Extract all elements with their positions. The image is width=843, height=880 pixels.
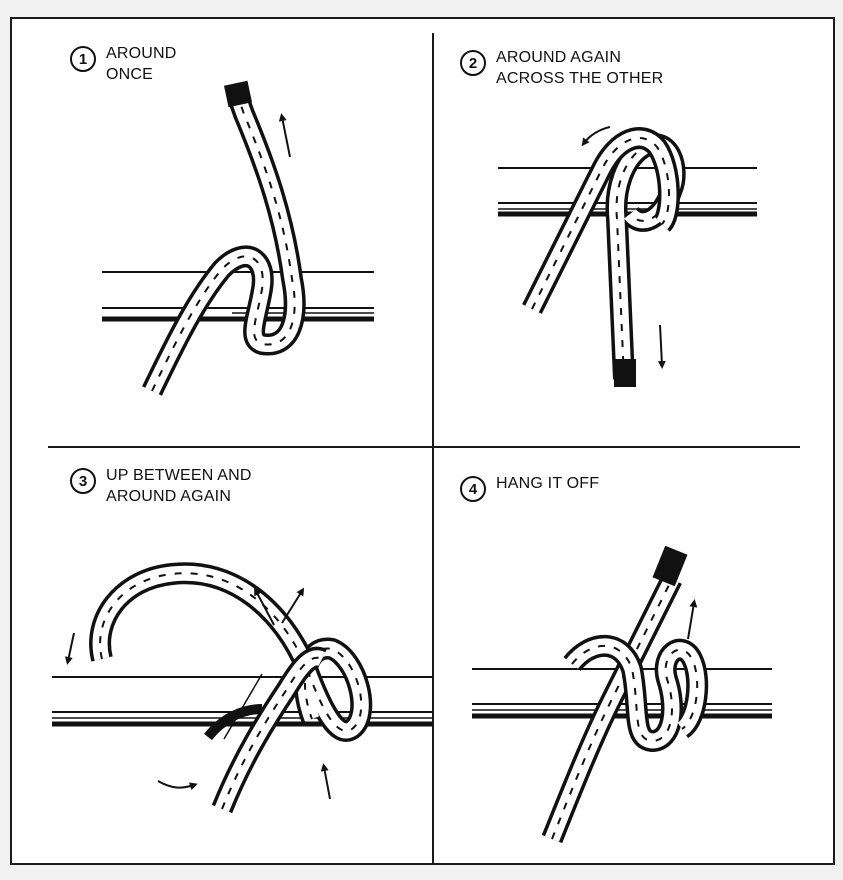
step-4-text: HANG IT OFF [496,473,599,494]
step-1-line-2: ONCE [106,66,154,83]
step-3-badge: 3 [70,468,96,494]
step-1-caption: 1 AROUND ONCE [70,43,177,85]
rope-icon [541,545,709,844]
rope-icon [142,80,306,396]
step-2-text: AROUND AGAIN ACROSS THE OTHER [496,47,663,89]
step-3-line-1: UP BETWEEN AND [106,467,252,484]
arrow-icon [64,587,331,800]
diagram-frame: 1 AROUND ONCE 2 AROUND AGAIN ACROSS THE … [10,17,835,865]
step-1-text: AROUND ONCE [106,43,177,85]
step-3-text: UP BETWEEN AND AROUND AGAIN [106,465,252,507]
panel-3-illustration [52,562,432,814]
panel-4-illustration [472,545,772,844]
step-2-line-2: ACROSS THE OTHER [496,70,664,87]
step-1-line-1: AROUND [106,45,177,62]
step-2-caption: 2 AROUND AGAIN ACROSS THE OTHER [460,47,663,89]
rope-icon [522,127,686,387]
rope-icon [89,562,373,814]
step-4-badge: 4 [460,476,486,502]
rail-icon [102,271,374,322]
arrow-icon [687,599,698,640]
panel-1-illustration [102,80,374,396]
knot-illustrations [52,80,772,844]
step-3-caption: 3 UP BETWEEN AND AROUND AGAIN [70,465,252,507]
step-3-line-2: AROUND AGAIN [106,488,232,505]
step-4-caption: 4 HANG IT OFF [460,473,599,502]
arrow-icon [278,113,291,158]
step-1-badge: 1 [70,46,96,72]
panel-2-illustration [498,126,757,387]
horizontal-divider [48,446,800,448]
rail-icon [472,668,772,719]
step-2-badge: 2 [460,50,486,76]
vertical-divider [432,33,434,865]
step-4-line-1: HANG IT OFF [496,475,600,492]
step-2-line-1: AROUND AGAIN [496,49,622,66]
arrow-icon [581,126,666,369]
